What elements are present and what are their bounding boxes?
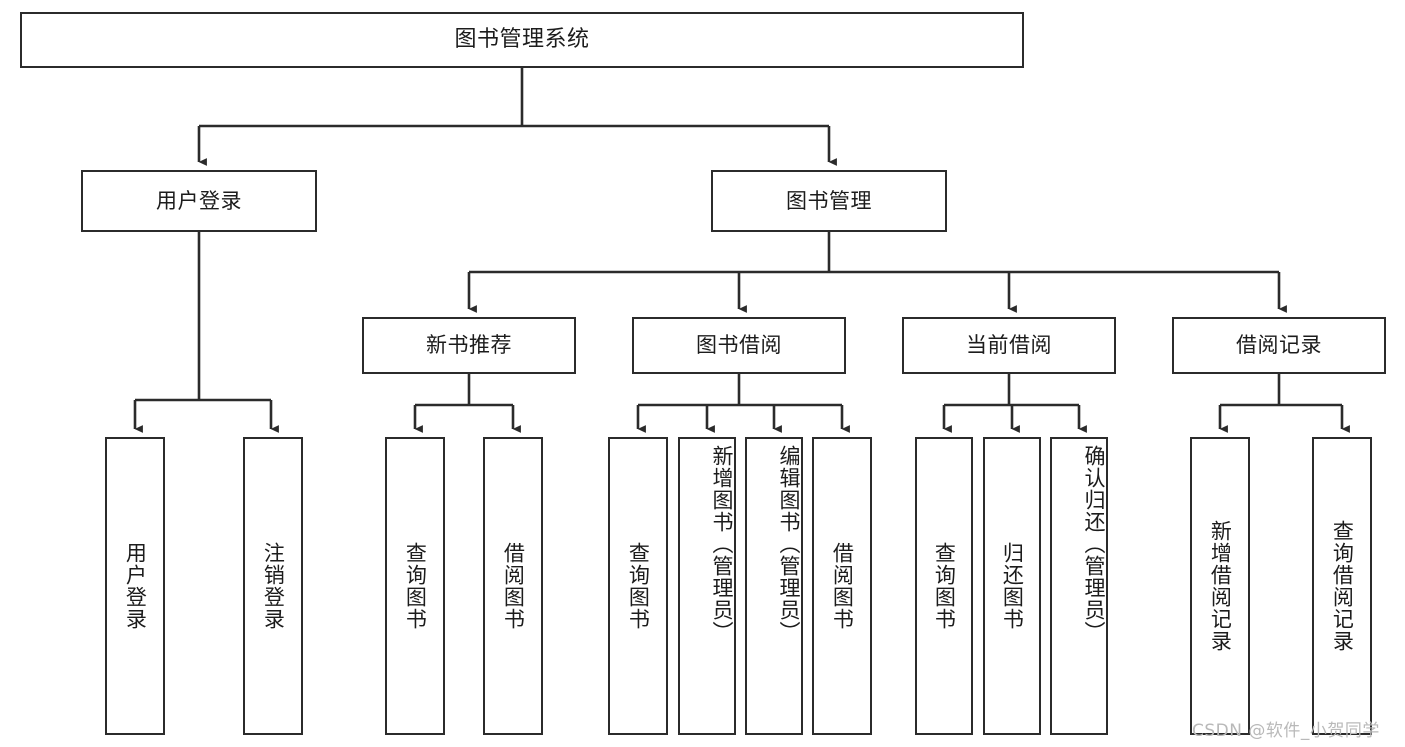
node-book-borrow[interactable]: 图书借阅 [632, 317, 846, 374]
leaf-add-record[interactable]: 新增借阅记录 [1190, 437, 1250, 735]
leaf-borrow-book-1[interactable]: 借阅图书 [483, 437, 543, 735]
leaf-logout[interactable]: 注销登录 [243, 437, 303, 735]
node-book-management[interactable]: 图书管理 [711, 170, 947, 232]
leaf-user-login[interactable]: 用户登录 [105, 437, 165, 735]
node-root-system[interactable]: 图书管理系统 [20, 12, 1024, 68]
csdn-watermark: CSDN @软件_小贺同学 [1192, 721, 1380, 741]
leaf-query-book-1[interactable]: 查询图书 [385, 437, 445, 735]
leaf-edit-book[interactable]: 编辑图书（管理员） [745, 437, 803, 735]
node-borrow-record[interactable]: 借阅记录 [1172, 317, 1386, 374]
leaf-confirm-return[interactable]: 确认归还（管理员） [1050, 437, 1108, 735]
leaf-query-book-2[interactable]: 查询图书 [608, 437, 668, 735]
node-user-login[interactable]: 用户登录 [81, 170, 317, 232]
node-current-borrow[interactable]: 当前借阅 [902, 317, 1116, 374]
leaf-borrow-book-2[interactable]: 借阅图书 [812, 437, 872, 735]
leaf-query-book-3[interactable]: 查询图书 [915, 437, 973, 735]
leaf-query-record[interactable]: 查询借阅记录 [1312, 437, 1372, 735]
leaf-return-book[interactable]: 归还图书 [983, 437, 1041, 735]
node-new-book-recommend[interactable]: 新书推荐 [362, 317, 576, 374]
leaf-add-book[interactable]: 新增图书（管理员） [678, 437, 736, 735]
